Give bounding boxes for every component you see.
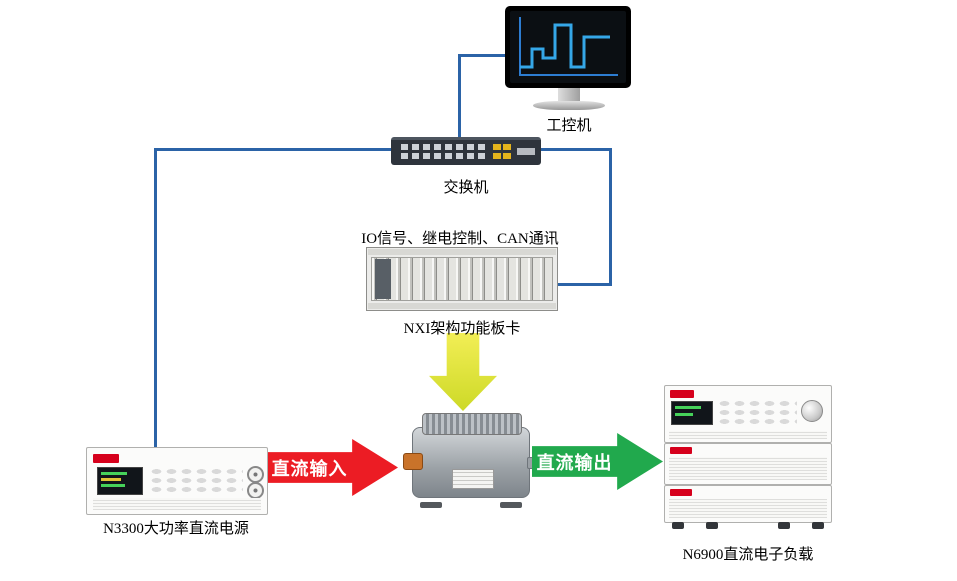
cable-switch-nxi-vertical (609, 148, 612, 286)
switch-label: 交换机 (443, 180, 489, 196)
load-brand-logo (670, 447, 692, 454)
nxi-bottom-rail (368, 303, 556, 309)
load-vent-grille (669, 457, 827, 480)
nxi-controller-module (375, 259, 391, 299)
load-caster (706, 522, 718, 529)
nxi-label: NXI架构功能板卡 (403, 321, 521, 337)
psu-display-line (101, 478, 121, 481)
cable-ipc-switch-horizontal (458, 54, 508, 57)
monitor-screen (510, 11, 626, 83)
uplink-port-icon (503, 144, 511, 150)
cable-switch-nxi-horizontal (540, 148, 612, 151)
dut-heatsink-fins (422, 413, 522, 435)
uplink-port-icon (493, 144, 501, 150)
dc-output-arrow: 直流输出 (532, 433, 663, 490)
uplink-port-icon (493, 153, 501, 159)
ethernet-switch (391, 137, 541, 165)
ethernet-ports-row1 (401, 144, 489, 150)
nxi-chassis (366, 247, 558, 311)
load-caster (778, 522, 790, 529)
switch-badge (517, 148, 535, 155)
ethernet-ports-row2 (401, 153, 489, 159)
load-display-line (675, 413, 693, 416)
load-unit-top (664, 385, 832, 443)
psu-label: N3300大功率直流电源 (103, 521, 249, 537)
load-label: N6900直流电子负载 (682, 547, 814, 563)
load-unit-bottom (664, 485, 832, 523)
control-down-arrow-icon (429, 333, 497, 411)
load-display (671, 401, 713, 425)
dut-nameplate (452, 469, 494, 489)
ipc-label: 工控机 (546, 118, 592, 134)
nxi-caption: IO信号、继电控制、CAN通讯 (361, 231, 559, 247)
dut-mount-foot (420, 502, 442, 508)
load-display-line (675, 406, 701, 409)
load-button-panel (717, 399, 797, 425)
load-vent-grille (669, 499, 827, 518)
dc-output-arrow-label: 直流输出 (536, 452, 613, 473)
psu-output-connector (247, 482, 264, 499)
industrial-pc (505, 6, 633, 112)
n3300-power-supply (86, 447, 268, 515)
psu-button-panel (149, 467, 243, 494)
dc-input-arrow: 直流输入 (267, 439, 398, 496)
psu-display (97, 467, 143, 495)
load-caster (672, 522, 684, 529)
nxi-card-slots (371, 257, 553, 301)
load-knob (801, 400, 823, 422)
psu-output-connector (247, 466, 264, 483)
cable-switch-psu-vertical (154, 148, 157, 449)
psu-display-line (101, 472, 127, 475)
load-unit-mid (664, 443, 832, 485)
dut-mount-foot (500, 502, 522, 508)
cable-ipc-switch-vertical (458, 54, 461, 139)
nxi-top-rail (368, 249, 556, 255)
psu-brand-logo (93, 454, 119, 463)
psu-display-line (101, 484, 125, 487)
load-caster (812, 522, 824, 529)
uplink-port-icon (503, 153, 511, 159)
dut-hv-connector (403, 453, 423, 470)
load-brand-logo (670, 489, 692, 496)
dut-converter (403, 411, 539, 508)
dc-input-arrow-label: 直流输入 (271, 458, 348, 479)
psu-vent-grille (93, 498, 261, 510)
monitor-stand-neck (558, 88, 580, 102)
cable-switch-psu-horizontal (154, 148, 394, 151)
switch-chassis (391, 137, 541, 165)
monitor-bezel (505, 6, 631, 88)
cable-nxi-horizontal (558, 283, 612, 286)
screen-chart-icon (519, 17, 618, 76)
monitor-stand-base (533, 101, 605, 110)
n6900-electronic-load (664, 385, 832, 529)
load-brand-logo (670, 390, 694, 398)
load-vent-strip (669, 431, 827, 439)
